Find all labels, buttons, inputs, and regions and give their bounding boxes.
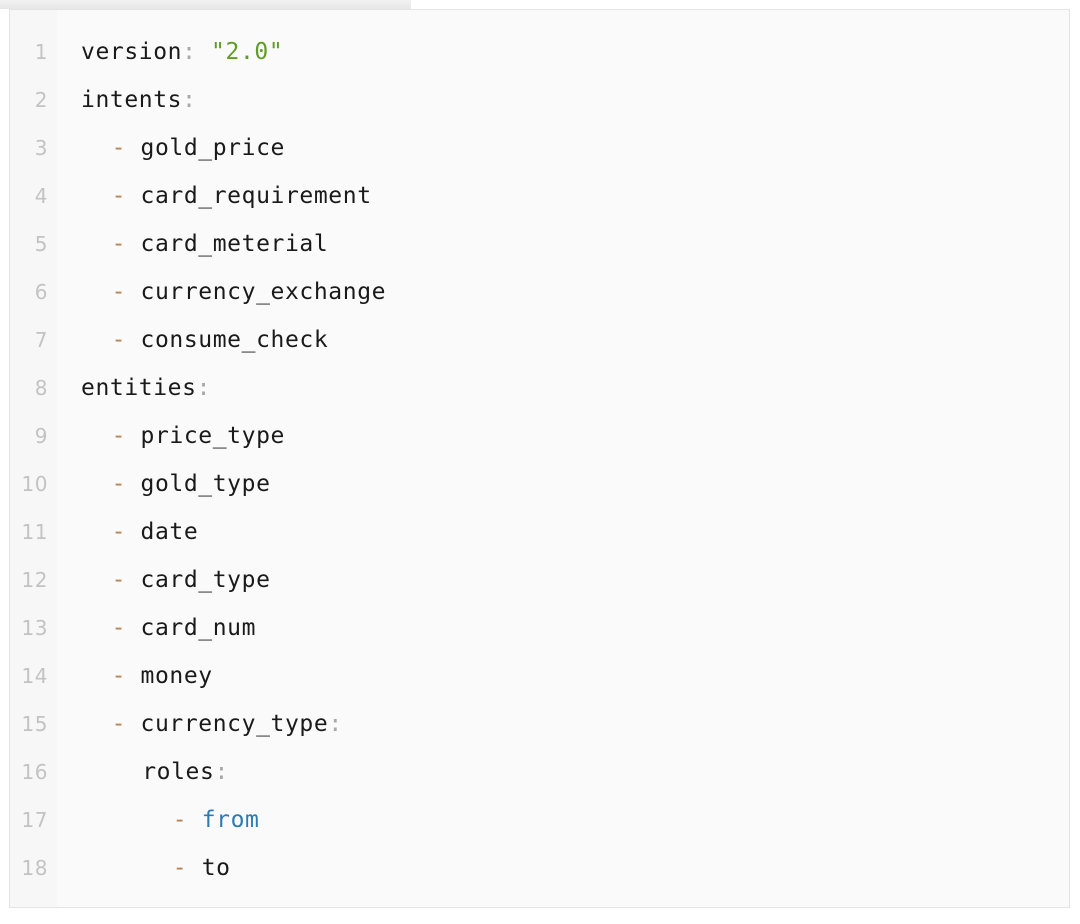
code-line[interactable]: 3 - gold_price — [10, 124, 1069, 172]
code-token: - — [111, 183, 127, 209]
code-line[interactable]: 4 - card_requirement — [10, 172, 1069, 220]
code-line[interactable]: 13 - card_num — [10, 604, 1069, 652]
line-number: 18 — [21, 856, 48, 880]
code-content-area[interactable]: 1 version: "2.0" 2 intents: 3 - gold_price 4 - … — [10, 10, 1069, 907]
code-line[interactable]: 17 - from — [10, 796, 1069, 844]
code-token: - — [111, 663, 127, 689]
code-token: intents — [81, 87, 183, 113]
code-token: card_num — [126, 615, 257, 641]
line-code[interactable]: - from — [173, 796, 260, 844]
line-number: 12 — [21, 568, 48, 592]
line-number: 1 — [34, 40, 48, 64]
line-code[interactable]: - to — [173, 844, 231, 892]
line-code[interactable]: - card_meterial — [112, 220, 329, 268]
line-number: 8 — [34, 376, 48, 400]
code-token: card_type — [126, 567, 271, 593]
line-code[interactable]: - currency_exchange — [112, 268, 387, 316]
line-number: 5 — [34, 232, 48, 256]
code-token: entities — [81, 375, 197, 401]
code-line[interactable]: 15 - currency_type: — [10, 700, 1069, 748]
line-number: 2 — [34, 88, 48, 112]
line-number: 14 — [21, 664, 48, 688]
code-token: - — [111, 231, 127, 257]
line-number: 11 — [21, 520, 48, 544]
line-code[interactable]: - money — [112, 652, 213, 700]
code-token: - — [111, 519, 127, 545]
code-token: - — [172, 855, 188, 881]
code-line[interactable]: 14 - money — [10, 652, 1069, 700]
line-code[interactable]: entities: — [81, 364, 211, 412]
code-token: - — [111, 471, 127, 497]
code-editor-panel[interactable]: 1 version: "2.0" 2 intents: 3 - gold_price 4 - … — [9, 9, 1070, 908]
code-token: consume_check — [126, 327, 329, 353]
code-token: gold_type — [126, 471, 271, 497]
code-line[interactable]: 2 intents: — [10, 76, 1069, 124]
code-token: from — [201, 807, 260, 833]
line-code[interactable]: roles: — [142, 748, 229, 796]
code-token: - — [111, 615, 127, 641]
code-line[interactable]: 6 - currency_exchange — [10, 268, 1069, 316]
line-number: 10 — [21, 472, 48, 496]
line-number: 6 — [34, 280, 48, 304]
code-token: currency_exchange — [126, 279, 387, 305]
line-number: 4 — [34, 184, 48, 208]
code-line[interactable]: 1 version: "2.0" — [10, 28, 1069, 76]
code-line[interactable]: 16 roles: — [10, 748, 1069, 796]
line-number: 16 — [21, 760, 48, 784]
line-code[interactable]: - card_requirement — [112, 172, 372, 220]
line-number: 13 — [21, 616, 48, 640]
code-token: - — [111, 327, 127, 353]
line-code[interactable]: - gold_type — [112, 460, 271, 508]
line-number: 15 — [21, 712, 48, 736]
code-token — [197, 39, 211, 65]
line-code[interactable]: - card_num — [112, 604, 256, 652]
code-token — [187, 807, 201, 833]
code-token: - — [111, 423, 127, 449]
code-token: price_type — [126, 423, 285, 449]
code-token: to — [187, 855, 231, 881]
code-token: - — [111, 279, 127, 305]
code-line[interactable]: 9 - price_type — [10, 412, 1069, 460]
code-token: "2.0" — [211, 39, 284, 65]
line-number: 3 — [34, 136, 48, 160]
line-code[interactable]: - price_type — [112, 412, 285, 460]
line-code[interactable]: - card_type — [112, 556, 271, 604]
line-code[interactable]: - gold_price — [112, 124, 285, 172]
code-line[interactable]: 10 - gold_type — [10, 460, 1069, 508]
code-token: card_requirement — [126, 183, 372, 209]
code-token: card_meterial — [126, 231, 329, 257]
line-code[interactable]: - consume_check — [112, 316, 329, 364]
code-token: : — [328, 711, 343, 737]
code-token: - — [111, 567, 127, 593]
line-number: 9 — [34, 424, 48, 448]
code-line[interactable]: 12 - card_type — [10, 556, 1069, 604]
code-token: - — [111, 135, 127, 161]
code-line[interactable]: 5 - card_meterial — [10, 220, 1069, 268]
code-token: roles — [142, 759, 215, 785]
line-number-gutter — [10, 10, 57, 907]
line-number: 17 — [21, 808, 48, 832]
line-code[interactable]: - date — [112, 508, 199, 556]
code-line[interactable]: 18 - to — [10, 844, 1069, 892]
code-token: : — [182, 87, 197, 113]
line-number: 7 — [34, 328, 48, 352]
line-code[interactable]: - currency_type: — [112, 700, 343, 748]
code-token: : — [196, 375, 212, 401]
code-line[interactable]: 11 - date — [10, 508, 1069, 556]
code-token: date — [126, 519, 199, 545]
code-line[interactable]: 8 entities: — [10, 364, 1069, 412]
code-token: money — [126, 663, 213, 689]
code-token: : — [182, 39, 197, 65]
code-token: - — [111, 711, 127, 737]
code-token: currency_type — [126, 711, 329, 737]
toolbar-strip — [0, 0, 411, 9]
line-code[interactable]: version: "2.0" — [81, 28, 283, 76]
code-token: - — [172, 807, 188, 833]
code-token: version — [81, 39, 183, 65]
code-token: gold_price — [126, 135, 285, 161]
line-code[interactable]: intents: — [81, 76, 197, 124]
code-line[interactable]: 7 - consume_check — [10, 316, 1069, 364]
code-token: : — [214, 759, 229, 785]
